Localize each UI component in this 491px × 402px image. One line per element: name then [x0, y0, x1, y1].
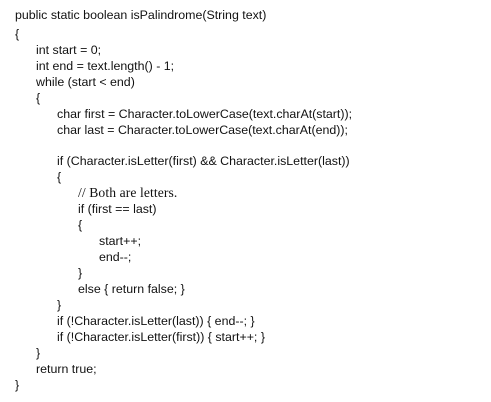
code-line-open-brace: { [78, 218, 83, 232]
code-line-close-brace: } [15, 378, 20, 392]
code-line-open-brace: { [57, 170, 62, 184]
code-line-end-decl: int end = text.length() - 1; [36, 59, 175, 73]
code-line-if-letters: if (Character.isLetter(first) && Charact… [57, 154, 350, 168]
code-line-end-decrement: end--; [99, 250, 132, 264]
code-line-if-not-last: if (!Character.isLetter(last)) { end--; … [57, 314, 255, 328]
code-line-else-return: else { return false; } [78, 282, 185, 296]
code-line-first-decl: char first = Character.toLowerCase(text.… [57, 107, 353, 121]
code-line-if-equal: if (first == last) [78, 202, 157, 216]
code-line-while: while (start < end) [36, 75, 135, 89]
code-line-close-brace: } [36, 346, 41, 360]
code-line-comment: // Both are letters. [78, 185, 178, 200]
code-line-start-decl: int start = 0; [36, 43, 102, 57]
code-line-start-increment: start++; [99, 234, 142, 248]
code-line-return-true: return true; [36, 362, 97, 376]
code-line-close-brace: } [57, 298, 62, 312]
code-line-last-decl: char last = Character.toLowerCase(text.c… [57, 123, 348, 137]
code-line-open-brace: { [36, 91, 41, 105]
code-line-open-brace: { [15, 27, 20, 41]
code-line-close-brace: } [78, 266, 83, 280]
code-line-method-signature: public static boolean isPalindrome(Strin… [15, 8, 267, 22]
code-line-if-not-first: if (!Character.isLetter(first)) { start+… [57, 330, 265, 344]
